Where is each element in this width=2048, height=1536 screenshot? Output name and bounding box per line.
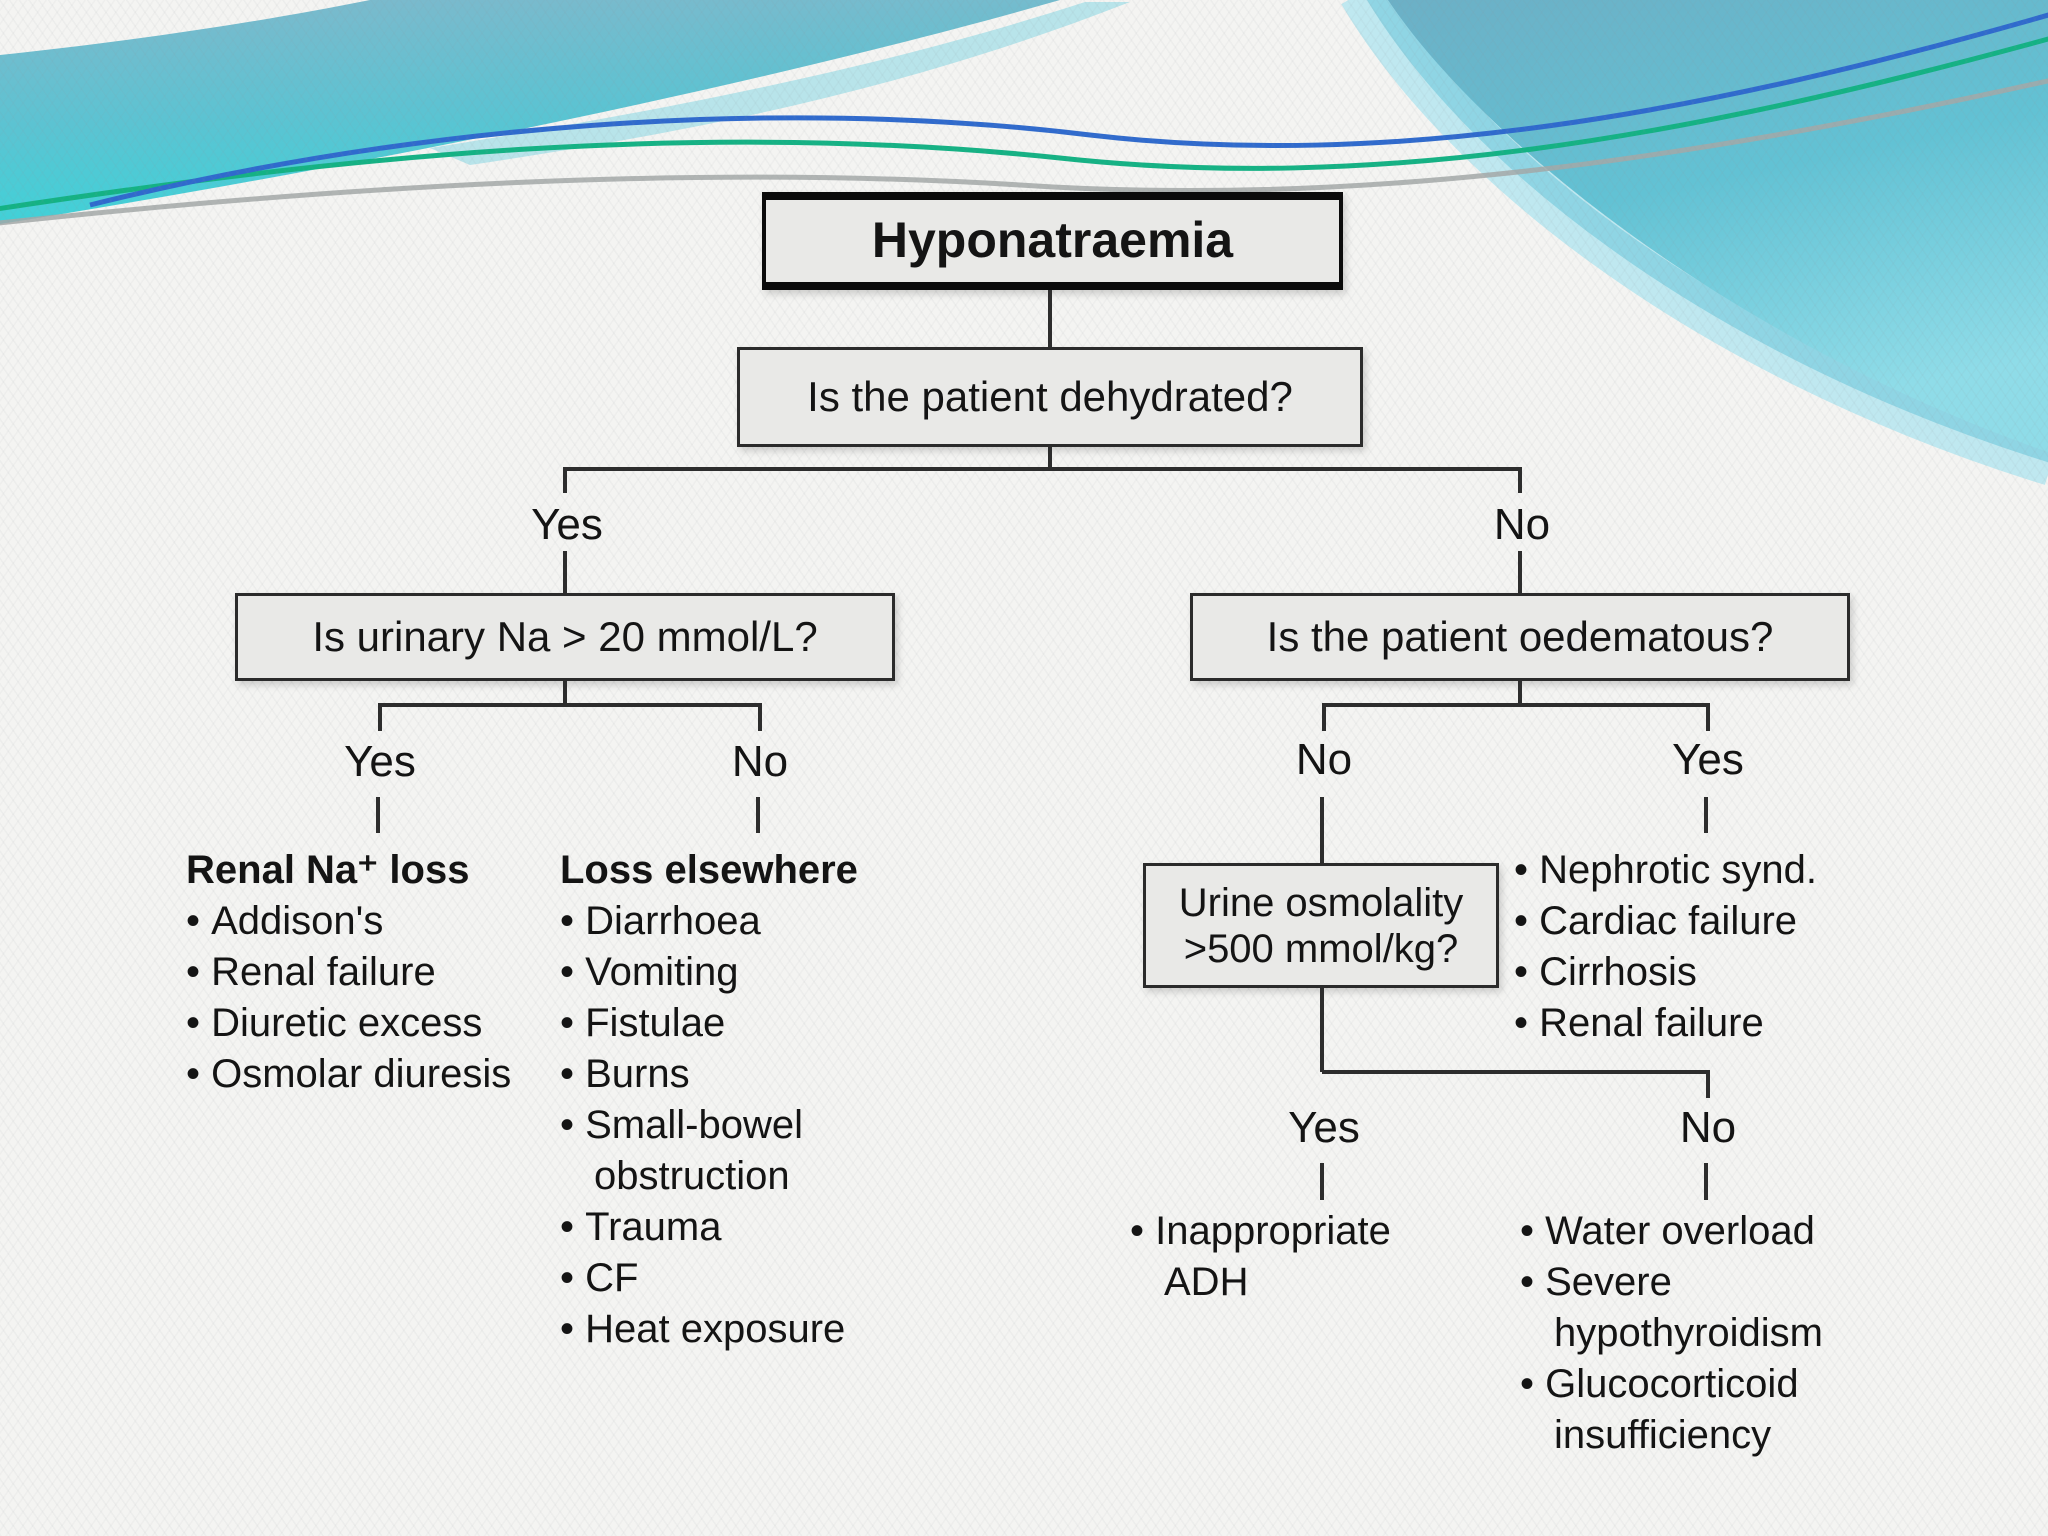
list-item: Small-bowel obstruction (560, 1100, 896, 1202)
connector-line (758, 703, 762, 731)
list-item: Vomiting (560, 947, 896, 998)
flowchart-node-urinary-na-question: Is urinary Na > 20 mmol/L? (235, 593, 895, 681)
connector-line (1518, 467, 1522, 493)
connector-line (378, 703, 762, 707)
list-item: Severe hypothyroidism (1520, 1257, 1850, 1359)
branch-label-oedematous-no: No (1295, 735, 1353, 784)
list-item: Osmolar diuresis (186, 1049, 586, 1100)
connector-line (378, 703, 382, 731)
list-heading-renal-na-loss: Renal Na⁺ loss (186, 848, 470, 892)
flowchart-node-oedematous-question: Is the patient oedematous? (1190, 593, 1850, 681)
connector-line (1518, 551, 1522, 593)
list-osmolality-yes-causes: Inappropriate ADH (1130, 1206, 1412, 1308)
list-item: Renal failure (1514, 998, 1914, 1049)
connector-line (563, 467, 567, 493)
branch-label-urinary-yes: Yes (344, 737, 416, 786)
list-item: CF (560, 1253, 896, 1304)
list-item: Cardiac failure (1514, 896, 1914, 947)
wave-band-inner (1367, 0, 2048, 463)
connector-line (1322, 703, 1710, 707)
connector-line (1706, 703, 1710, 731)
branch-label-urinary-no: No (731, 737, 789, 786)
branch-label-oedematous-yes: Yes (1672, 735, 1744, 784)
list-item: Addison's (186, 896, 586, 947)
list-items-osmolality-no-causes: Water overloadSevere hypothyroidismGluco… (1520, 1206, 1850, 1461)
flowchart-node-dehydrated-question: Is the patient dehydrated? (737, 347, 1363, 447)
connector-line (1048, 447, 1052, 469)
connector-line (1704, 797, 1708, 833)
list-item: Nephrotic synd. (1514, 845, 1914, 896)
connector-line (1704, 1163, 1708, 1200)
branch-label-osmolality-yes: Yes (1288, 1103, 1360, 1152)
branch-label-osmolality-no: No (1679, 1103, 1737, 1152)
branch-label-dehydrated-no: No (1493, 500, 1551, 549)
wave-header-graphic (0, 0, 2048, 485)
connector-line (1322, 703, 1326, 731)
list-item: Burns (560, 1049, 896, 1100)
list-heading-loss-elsewhere: Loss elsewhere (560, 848, 858, 892)
wave-line-green (0, 36, 2048, 212)
connector-line (565, 467, 1522, 471)
list-item: Cirrhosis (1514, 947, 1914, 998)
list-items-loss-elsewhere: DiarrhoeaVomitingFistulaeBurnsSmall-bowe… (560, 896, 896, 1355)
connector-line (1322, 1070, 1710, 1074)
list-item: Glucocorticoid insufficiency (1520, 1359, 1850, 1461)
list-item: Diarrhoea (560, 896, 896, 947)
connector-line (563, 551, 567, 593)
list-item: Trauma (560, 1202, 896, 1253)
flowchart-node-hyponatraemia: Hyponatraemia (762, 192, 1343, 290)
list-item: Renal failure (186, 947, 586, 998)
list-item: Inappropriate ADH (1130, 1206, 1412, 1308)
wave-line-blue (89, 12, 2048, 208)
list-osmolality-no-causes: Water overloadSevere hypothyroidismGluco… (1520, 1206, 1850, 1461)
connector-line (1518, 681, 1522, 705)
list-items-osmolality-yes-causes: Inappropriate ADH (1130, 1206, 1412, 1308)
list-loss-elsewhere: Loss elsewhere DiarrhoeaVomitingFistulae… (560, 845, 896, 1355)
flowchart-node-urine-osmolality-question: Urine osmolality >500 mmol/kg? (1143, 863, 1499, 988)
connector-line (756, 797, 760, 833)
list-item: Fistulae (560, 998, 896, 1049)
list-item: Water overload (1520, 1206, 1850, 1257)
connector-line (1320, 988, 1324, 1072)
list-item: Diuretic excess (186, 998, 586, 1049)
list-oedematous-yes-causes: Nephrotic synd.Cardiac failureCirrhosisR… (1514, 845, 1914, 1049)
list-items-oedematous-yes-causes: Nephrotic synd.Cardiac failureCirrhosisR… (1514, 845, 1914, 1049)
connector-line (563, 681, 567, 705)
connector-line (1706, 1070, 1710, 1098)
connector-line (1320, 1163, 1324, 1200)
connector-line (1320, 797, 1324, 863)
wave-line-gray (0, 78, 2048, 226)
branch-label-dehydrated-yes: Yes (531, 500, 603, 549)
connector-line (1048, 290, 1052, 347)
list-item: Heat exposure (560, 1304, 896, 1355)
connector-line (376, 797, 380, 833)
list-renal-na-loss: Renal Na⁺ loss Addison'sRenal failureDiu… (186, 845, 586, 1100)
list-items-renal-na-loss: Addison'sRenal failureDiuretic excessOsm… (186, 896, 586, 1100)
